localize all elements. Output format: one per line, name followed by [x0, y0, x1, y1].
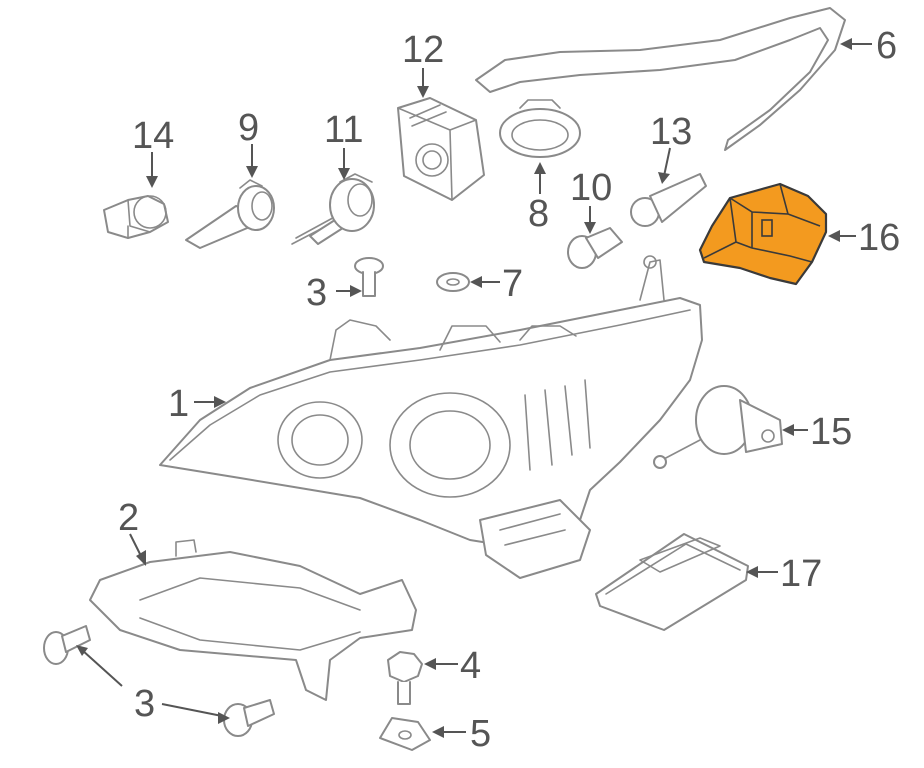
part-13-marker-bulb[interactable] [630, 173, 707, 227]
part-14-socket[interactable] [103, 195, 169, 239]
leader-lines [76, 38, 872, 738]
part-6-trim-strip[interactable] [475, 7, 846, 151]
callout-10: 10 [570, 167, 612, 209]
callout-6: 6 [876, 25, 897, 67]
part-11-xenon-bulb[interactable] [291, 173, 375, 245]
part-7-washer[interactable] [436, 272, 470, 292]
part-3-screw-upper[interactable] [354, 257, 384, 297]
callout-8: 8 [528, 193, 549, 235]
callout-4: 4 [460, 645, 481, 687]
callout-labels: 1 2 3 3 4 5 6 7 8 9 10 11 12 13 14 15 16… [118, 25, 900, 755]
callout-13: 13 [650, 111, 692, 153]
callout-17: 17 [780, 553, 822, 595]
part-16-cover-highlighted[interactable] [698, 182, 828, 286]
part-3-screw-lower-b[interactable] [223, 699, 275, 737]
callout-16: 16 [858, 217, 900, 259]
part-9-bulb[interactable] [185, 179, 275, 249]
part-8-ring[interactable] [499, 99, 581, 158]
callout-5: 5 [470, 713, 491, 755]
callout-3-lower: 3 [134, 683, 155, 725]
callout-14: 14 [132, 115, 174, 157]
callout-2: 2 [118, 497, 139, 539]
part-3-screw-lower-a[interactable] [43, 625, 91, 665]
part-1-headlamp[interactable] [159, 255, 703, 579]
callout-12: 12 [402, 29, 444, 71]
part-10-small-bulb[interactable] [567, 227, 623, 269]
callout-3-upper: 3 [306, 272, 327, 314]
part-2-frame[interactable] [89, 539, 417, 701]
callout-11: 11 [324, 109, 363, 151]
callout-9: 9 [238, 107, 259, 149]
part-4-nut[interactable] [387, 651, 423, 705]
part-17-control-module[interactable] [595, 533, 749, 631]
callout-1: 1 [168, 383, 189, 425]
callout-15: 15 [810, 411, 852, 453]
part-12-igniter[interactable] [397, 97, 485, 201]
part-5-clip[interactable] [379, 717, 431, 751]
callout-7: 7 [502, 263, 523, 305]
part-15-adjuster[interactable] [653, 385, 783, 469]
